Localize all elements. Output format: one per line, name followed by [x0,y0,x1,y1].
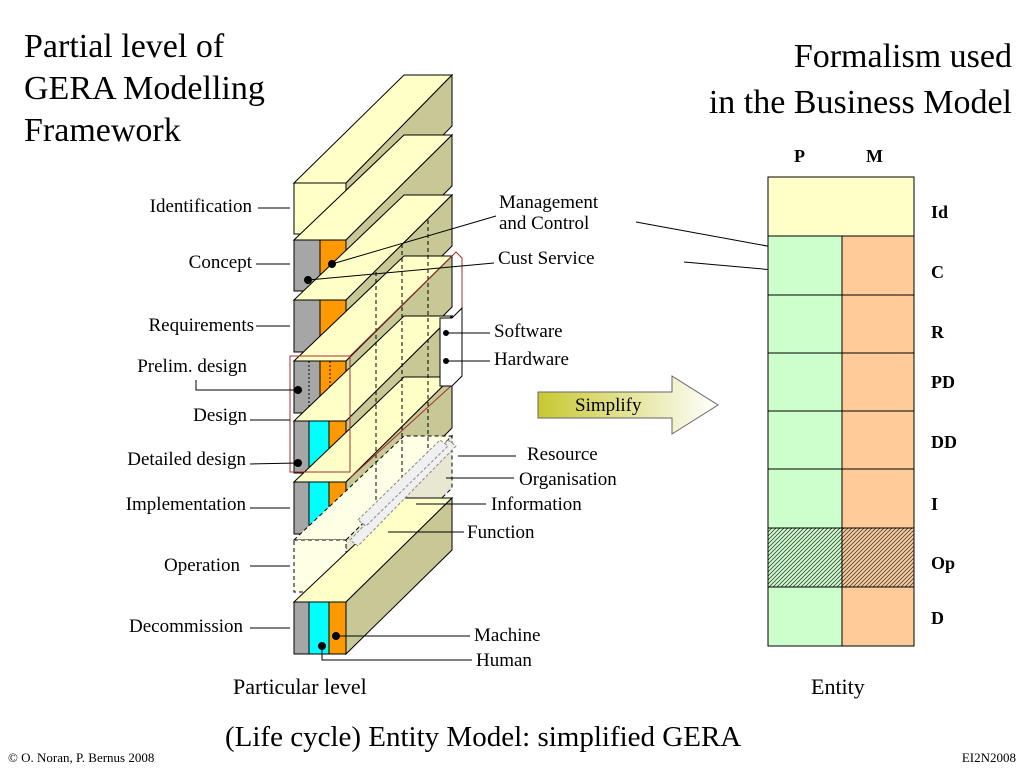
caption: (Life cycle) Entity Model: simplified GE… [225,721,742,753]
label-software: Software [494,321,563,342]
side-dividers [375,220,429,520]
label-function: Function [467,522,535,543]
label-resource: Resource [527,444,598,465]
entity-label: Entity [811,674,865,699]
phase-identification: Identification [149,196,252,217]
entity-col-p: P [794,146,805,166]
title-right-line-2: in the Business Model [708,84,1012,121]
title-left-line-2: GERA Modelling [24,70,265,107]
label-hardware: Hardware [494,349,569,370]
label-information: Information [491,494,582,515]
label-human: Human [476,650,532,671]
left-leaders [195,207,302,629]
footer-copyright: © O. Noran, P. Bernus 2008 [8,750,155,765]
phase-design: Design [193,405,247,426]
entity-row-i: I [931,494,939,514]
resource-stair [349,439,457,547]
title-left-line-3: Framework [24,112,181,149]
label-cust-service: Cust Service [498,248,595,269]
title-right-line-1: Formalism used [793,38,1012,75]
simplify-label: Simplify [575,395,642,416]
entity-col-m: M [866,146,883,166]
entity-table [767,176,915,647]
phase-decommission: Decommission [129,616,243,637]
footer-event: EI2N2008 [961,750,1016,765]
title-left-line-1: Partial level of [24,28,225,65]
title-left: Partial level of GERA Modelling Framewor… [24,26,265,152]
phase-prelim-design: Prelim. design [137,356,247,377]
phase-implementation: Implementation [125,494,246,515]
label-organisation: Organisation [519,469,617,490]
software-hardware-slab [439,306,463,387]
entity-row-d: D [931,608,944,628]
phase-detailed-design: Detailed design [127,449,246,470]
block-stack [289,73,463,656]
phase-concept: Concept [188,252,252,273]
entity-row-id: Id [931,202,949,222]
entity-row-op: Op [931,553,956,573]
entity-row-r: R [931,322,944,342]
block-decommission [292,496,454,656]
red-frames [289,251,463,479]
particular-level-label: Particular level [233,674,367,699]
entity-row-c: C [931,262,944,282]
simplify-arrow [537,375,719,435]
phase-operation: Operation [164,555,240,576]
entity-row-dd: DD [931,432,957,452]
label-machine: Machine [474,625,541,646]
title-right: Formalism used in the Business Model [709,34,1012,126]
entity-row-pd: PD [931,372,955,392]
label-management-control: Management and Control [499,192,599,234]
phase-requirements: Requirements [148,315,254,336]
